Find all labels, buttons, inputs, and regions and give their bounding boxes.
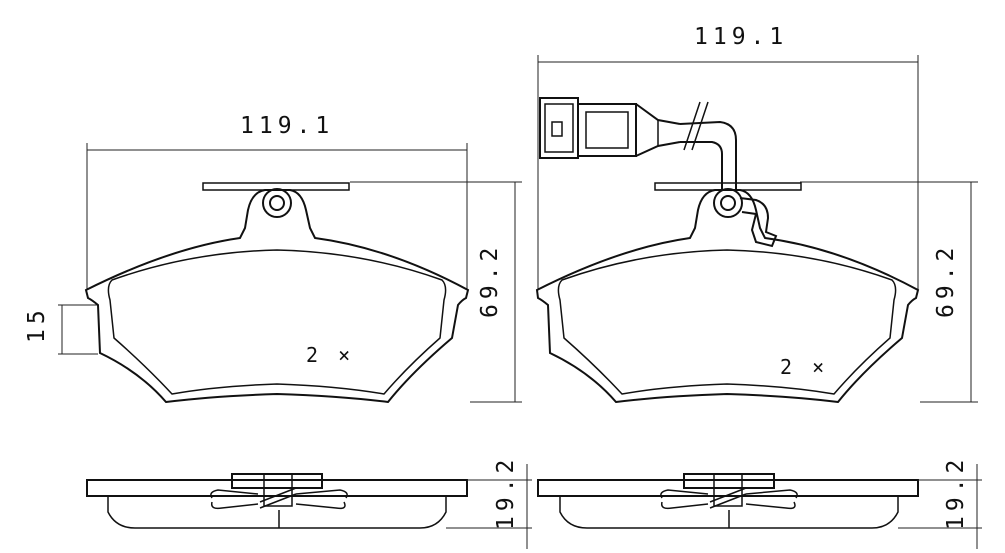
right-side-spring-clip <box>660 489 798 510</box>
left-quantity-label: 2 × <box>306 343 354 367</box>
right-height-label: 69.2 <box>933 243 959 318</box>
right-width-dimension: 119.1 <box>537 24 919 290</box>
left-thickness-label: 19.2 <box>493 455 519 530</box>
right-backing-plate <box>535 189 920 404</box>
sensor-wire <box>679 120 737 190</box>
right-pad-side-view: 19.2 <box>537 455 982 549</box>
left-width-dimension: 119.1 <box>86 113 468 290</box>
left-pad-front-view: 119.1 69.2 15 2 × <box>24 113 522 404</box>
right-side-backing-plate <box>537 479 919 497</box>
left-tab-dimension: 15 <box>24 304 98 355</box>
left-friction-material <box>107 249 447 395</box>
left-height-dimension: 69.2 <box>350 181 522 403</box>
right-quantity-label: 2 × <box>780 355 828 379</box>
left-backing-plate <box>84 189 470 404</box>
wear-sensor <box>539 97 778 248</box>
right-width-label: 119.1 <box>694 24 788 50</box>
left-thickness-dimension: 19.2 <box>446 455 532 549</box>
right-pad-front-view: 119.1 69.2 <box>535 24 978 404</box>
left-tab-label: 15 <box>24 305 50 343</box>
left-width-label: 119.1 <box>240 113 334 139</box>
right-mounting-eye <box>713 188 743 218</box>
right-friction-material <box>557 249 897 395</box>
left-side-friction-layer <box>107 496 447 529</box>
left-pad-side-view: 19.2 <box>86 455 532 549</box>
left-mounting-eye <box>262 188 292 218</box>
right-thickness-label: 19.2 <box>943 455 969 530</box>
right-thickness-dimension: 19.2 <box>898 455 982 549</box>
right-height-dimension: 69.2 <box>800 181 978 403</box>
left-side-spring-clip <box>210 489 348 510</box>
left-height-label: 69.2 <box>477 243 503 318</box>
